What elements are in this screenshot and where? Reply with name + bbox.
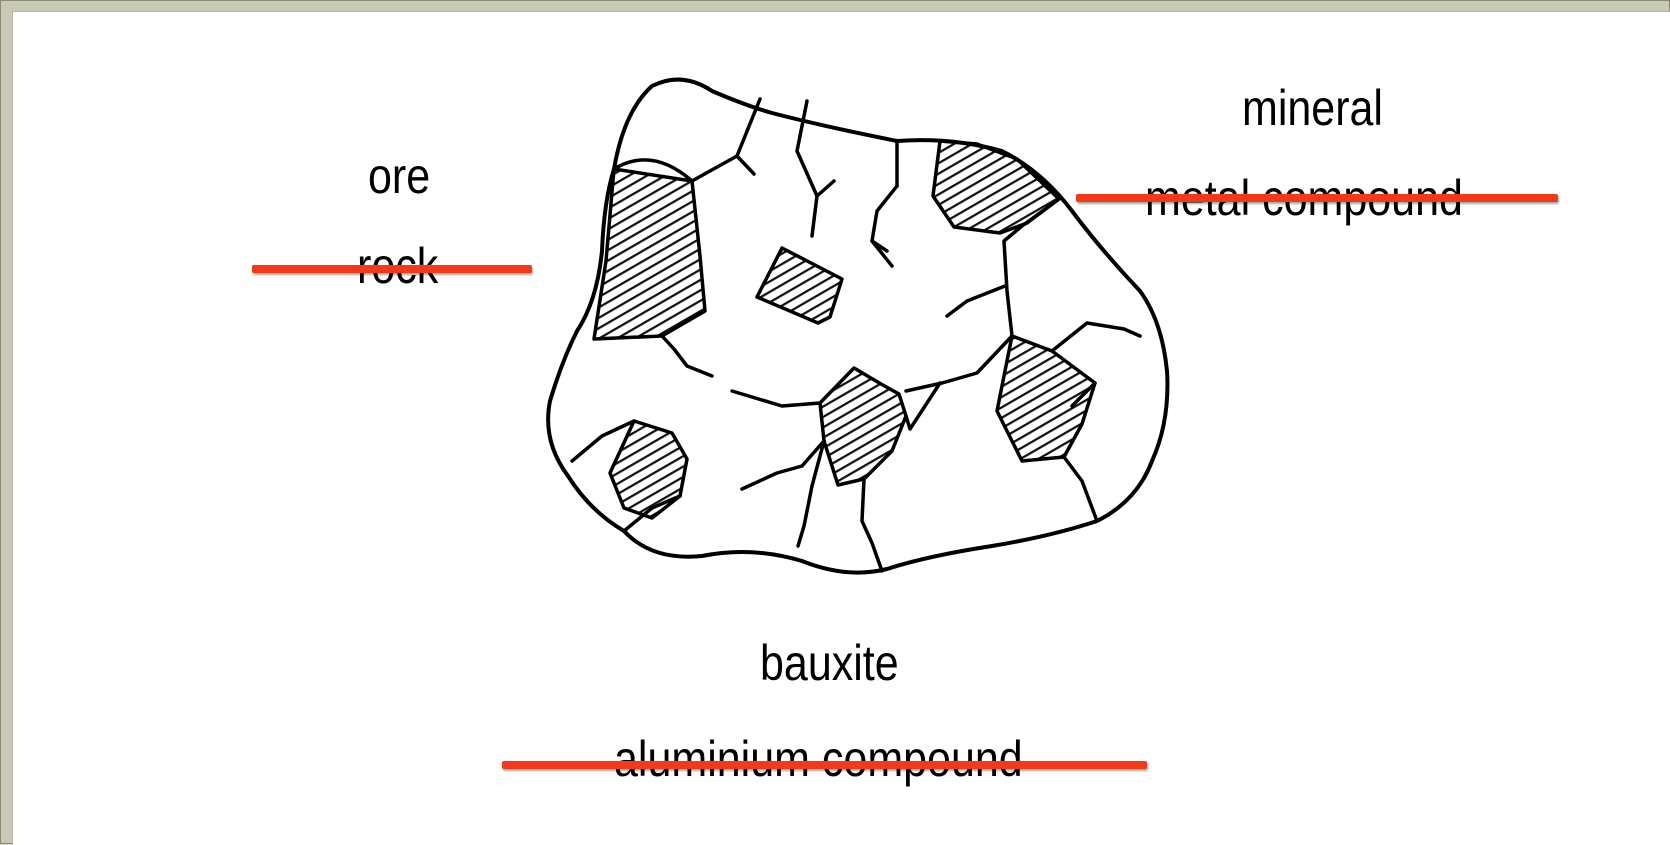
- strike-line-aluminium-compound: [502, 761, 1147, 769]
- strike-line-metal-compound: [1076, 194, 1558, 202]
- label-bauxite: bauxite: [760, 638, 899, 688]
- label-aluminium-compound: aluminium compound: [614, 734, 1023, 784]
- label-ore: ore: [368, 151, 430, 201]
- rock-ore-illustration: [12, 11, 1670, 845]
- slide-canvas: ore rock mineral metal compound bauxite …: [12, 11, 1670, 845]
- strike-line-rock: [252, 265, 532, 273]
- mineral-grains: [594, 141, 1095, 518]
- label-mineral: mineral: [1242, 83, 1383, 133]
